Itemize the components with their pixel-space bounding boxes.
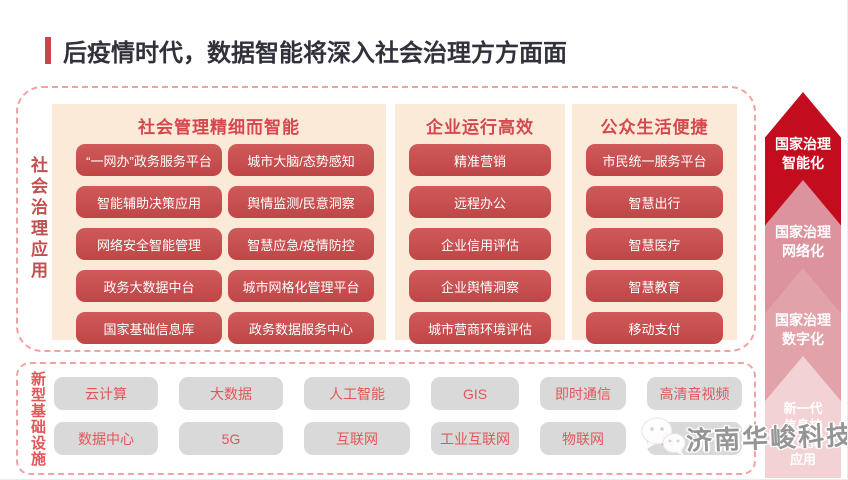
ladder-line: 应用 <box>789 452 816 467</box>
watermark-text: 济南华峻科技 <box>685 419 848 456</box>
infrastructure-side-label: 新型基础设施 <box>29 370 46 467</box>
governance-panel: 社会治理应用 社会管理精细而智能 “一网办”政务服务平台 城市大脑/态势感知 智… <box>16 86 756 352</box>
app-chip: 网络安全智能管理 <box>76 228 222 260</box>
infra-chip: 数据中心 <box>54 422 158 455</box>
ladder-line: 国家治理 <box>775 224 831 240</box>
infra-chip: 工业互联网 <box>431 422 519 455</box>
governance-side-label: 社会治理应用 <box>28 156 47 282</box>
group-enterprise: 企业运行高效 精准营销 远程办公 企业信用评估 企业舆情洞察 城市营商环境评估 <box>395 104 565 344</box>
group-social-management: 社会管理精细而智能 “一网办”政务服务平台 城市大脑/态势感知 智能辅助决策应用… <box>52 104 386 344</box>
ladder-line: 网络化 <box>782 243 824 259</box>
infra-chip: 5G <box>179 422 283 455</box>
app-chip: 政务数据服务中心 <box>228 312 374 344</box>
ladder-step-label: 国家治理 智能化 <box>765 92 841 173</box>
app-chip: 城市大脑/态势感知 <box>228 144 374 176</box>
public-chip-list: 市民统一服务平台 智慧出行 智慧医疗 智慧教育 移动支付 <box>572 144 737 344</box>
infra-chip: 高清音视频 <box>647 377 742 410</box>
ladder-step-label: 新一代 信息技 术支撑 应用 <box>765 356 841 468</box>
infra-chip: GIS <box>431 377 519 410</box>
app-chip: 企业舆情洞察 <box>409 270 551 302</box>
app-chip: 智慧出行 <box>586 186 723 218</box>
app-chip: 国家基础信息库 <box>76 312 222 344</box>
app-chip: 智慧教育 <box>586 270 723 302</box>
group-header-social: 社会管理精细而智能 <box>138 118 300 137</box>
infra-chip: 云计算 <box>54 377 158 410</box>
infra-chip: 人工智能 <box>304 377 410 410</box>
app-chip: 城市营商环境评估 <box>409 312 551 344</box>
ladder-line: 信息技 <box>783 418 823 433</box>
title-row: 后疫情时代，数据智能将深入社会治理方方面面 <box>45 33 567 68</box>
title-accent-bar <box>45 37 51 64</box>
social-chip-grid: “一网办”政务服务平台 城市大脑/态势感知 智能辅助决策应用 舆情监测/民意洞察… <box>52 144 386 344</box>
infra-chip: 互联网 <box>304 422 410 455</box>
app-chip: 精准营销 <box>409 144 551 176</box>
ladder-line: 智能化 <box>782 155 824 171</box>
app-chip: 智能辅助决策应用 <box>76 186 222 218</box>
enterprise-chip-list: 精准营销 远程办公 企业信用评估 企业舆情洞察 城市营商环境评估 <box>395 144 565 344</box>
app-chip: “一网办”政务服务平台 <box>76 144 222 176</box>
wechat-icon <box>641 417 686 456</box>
group-header-enterprise: 企业运行高效 <box>426 118 534 137</box>
infra-chip: 物联网 <box>540 422 626 455</box>
app-chip: 舆情监测/民意洞察 <box>228 186 374 218</box>
ladder-line: 数字化 <box>782 331 824 347</box>
app-chip: 智慧应急/疫情防控 <box>228 228 374 260</box>
app-chip: 智慧医疗 <box>586 228 723 260</box>
app-chip: 市民统一服务平台 <box>586 144 723 176</box>
group-header-public: 公众生活便捷 <box>600 118 709 137</box>
ladder-line: 新一代 <box>783 401 823 416</box>
app-chip: 政务大数据中台 <box>76 270 222 302</box>
group-public-life: 公众生活便捷 市民统一服务平台 智慧出行 智慧医疗 智慧教育 移动支付 <box>572 104 737 344</box>
page-title: 后疫情时代，数据智能将深入社会治理方方面面 <box>63 40 567 67</box>
ladder-line: 国家治理 <box>775 136 831 152</box>
watermark: 济南华峻科技 <box>638 414 848 458</box>
infra-chip: 即时通信 <box>540 377 626 410</box>
app-chip: 远程办公 <box>409 186 551 218</box>
infra-chip: 大数据 <box>179 377 283 410</box>
ladder-step-label: 国家治理 网络化 <box>765 180 841 261</box>
ladder-step-label: 国家治理 数字化 <box>765 268 841 349</box>
app-chip: 城市网格化管理平台 <box>228 270 374 302</box>
app-chip: 企业信用评估 <box>409 228 551 260</box>
ladder-line: 国家治理 <box>775 312 831 328</box>
ladder-line: 术支撑 <box>783 435 823 450</box>
app-chip: 移动支付 <box>586 312 723 344</box>
